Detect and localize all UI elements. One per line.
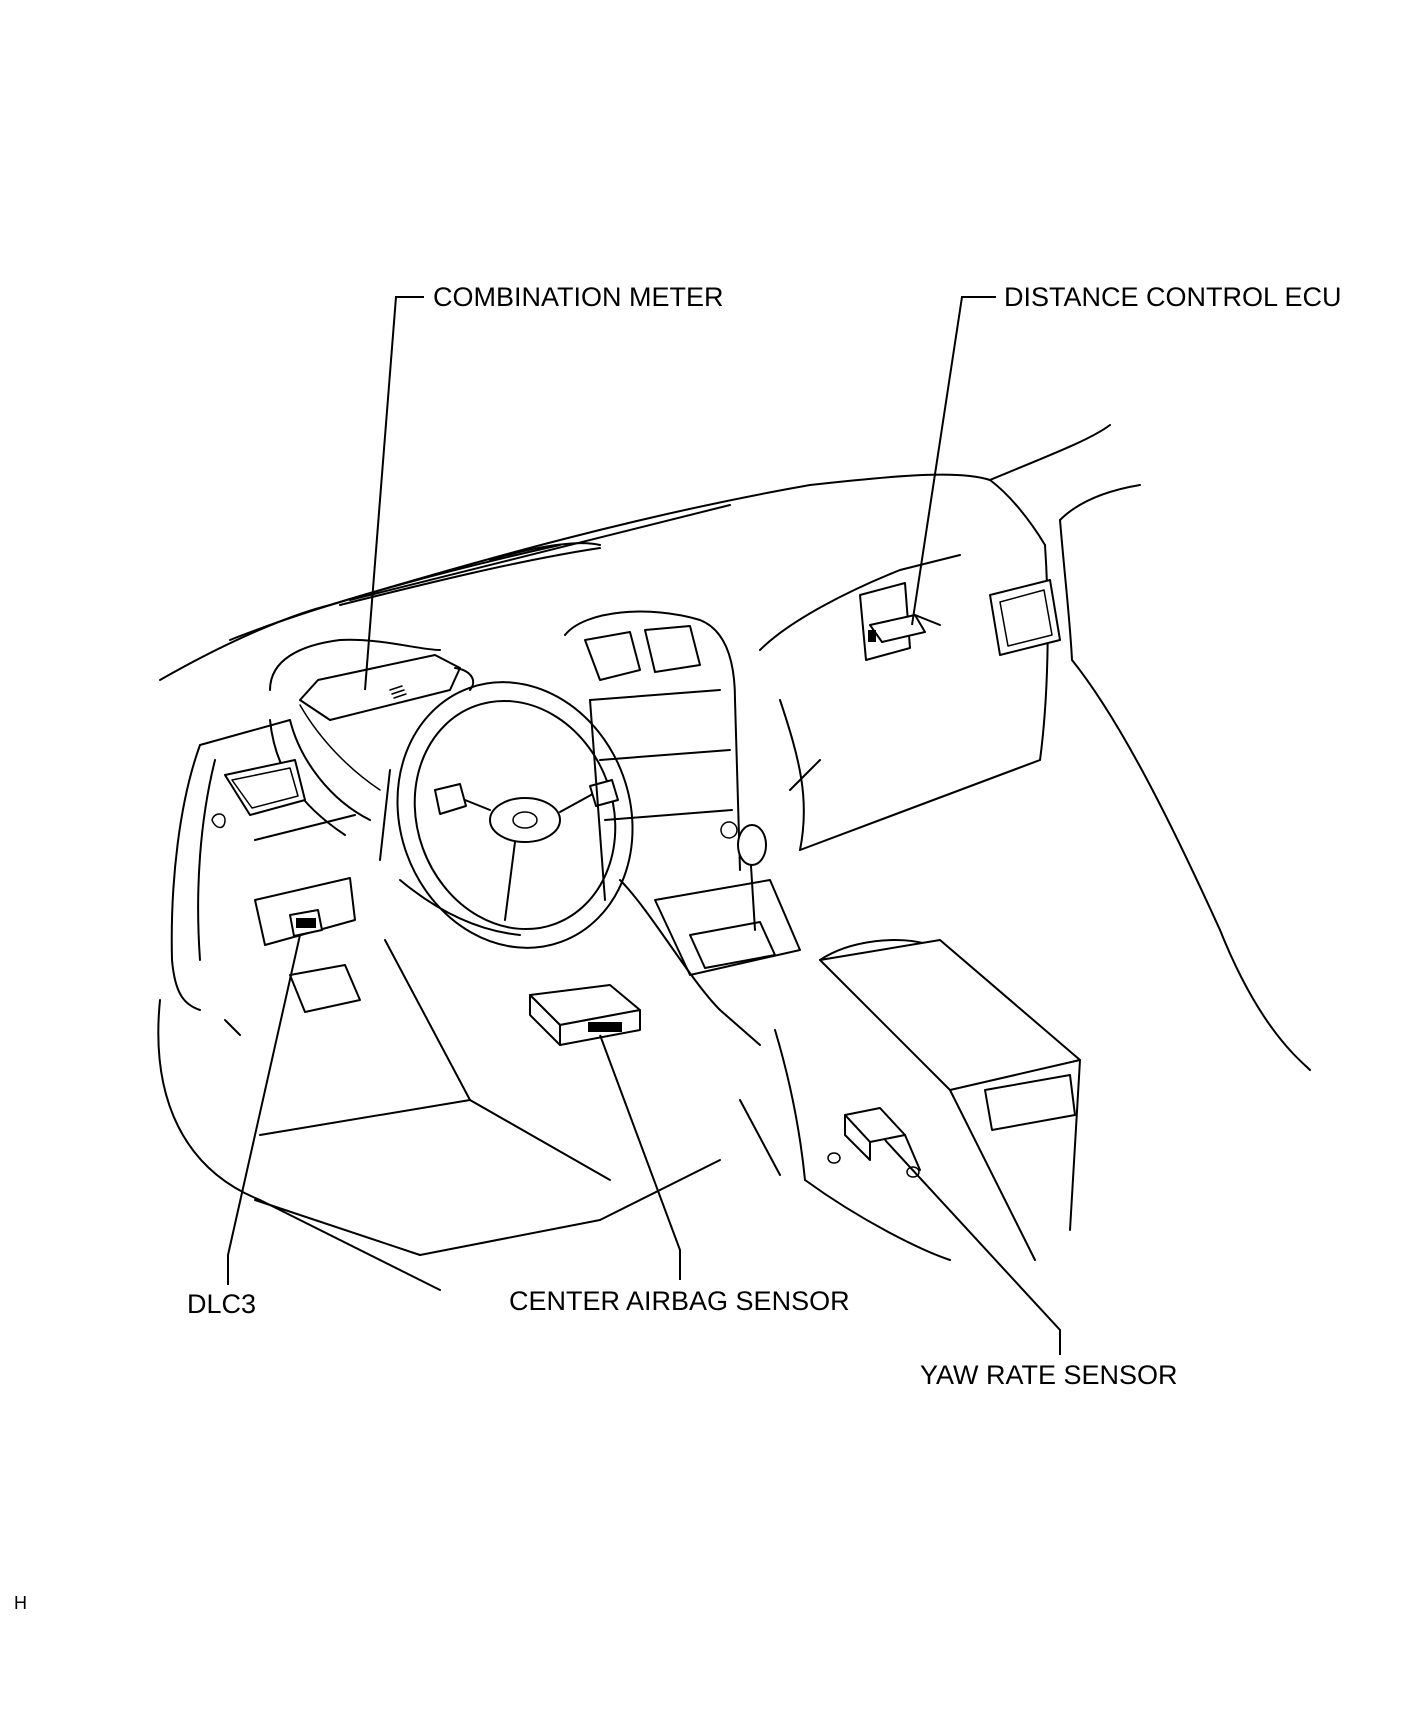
center-airbag-sensor [529,984,641,1046]
center-stack [564,610,741,901]
floor [157,939,721,1291]
passenger-dash [759,554,1061,851]
dlc3-connector [289,909,323,937]
page-mark: H [14,1593,27,1613]
distance-control-ecu-leader [911,296,996,626]
yaw-rate-sensor-label: YAW RATE SENSOR [920,1360,1178,1390]
dlc3-leader [227,934,301,1285]
center-airbag-sensor-label: CENTER AIRBAG SENSOR [509,1286,850,1316]
yaw-rate-sensor [827,1107,921,1178]
yaw-rate-sensor-leader [884,1139,1061,1355]
left-dash [170,719,356,1011]
dlc3-label: DLC3 [187,1289,257,1319]
distance-control-ecu [859,582,941,661]
combination-meter-leader [364,296,424,691]
center-console [619,824,1081,1261]
dashboard-top [159,424,1311,1071]
leader-lines [227,296,1061,1355]
combination-meter-label: COMBINATION METER [433,282,724,312]
center-airbag-sensor-leader [599,1034,681,1280]
distance-control-ecu-label: DISTANCE CONTROL ECU [1004,282,1342,312]
steering-wheel [379,681,634,949]
